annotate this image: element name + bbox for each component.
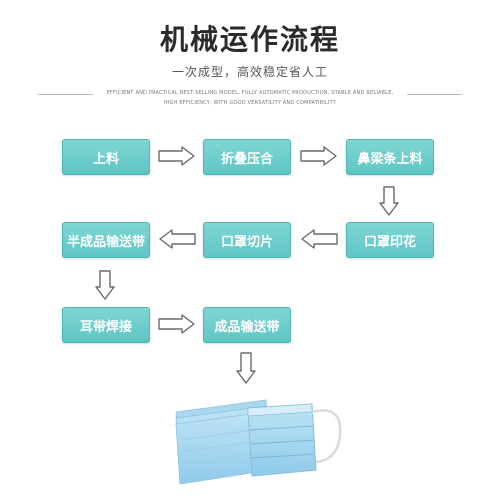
english-line-1: EFFICIENT AND PRACTICAL BEST-SELLING MOD… — [106, 90, 394, 96]
page-subtitle: 一次成型，高效稳定省人工 — [171, 65, 328, 79]
english-line-2: HIGH EFFICIENCY, WITH GOOD VERSATILITY A… — [163, 100, 337, 106]
step-finished-conveyor: 成品输送带 — [203, 307, 291, 343]
arrow-right-icon — [158, 314, 195, 334]
step-feeding: 上料 — [62, 139, 150, 175]
step-mask-printing: 口罩印花 — [346, 222, 434, 258]
arrow-down-icon — [236, 352, 256, 384]
step-semi-finished-conveyor: 半成品输送带 — [62, 222, 150, 258]
step-folding-pressing: 折叠压合 — [203, 139, 291, 175]
page-title: 机械运作流程 — [159, 23, 340, 56]
divider-right — [407, 94, 462, 95]
arrow-left-icon — [159, 229, 196, 249]
step-ear-loop-welding: 耳带焊接 — [62, 307, 150, 343]
arrow-down-icon — [379, 186, 399, 216]
arrow-right-icon — [158, 146, 195, 166]
divider-left — [38, 94, 93, 95]
arrow-right-icon — [300, 146, 337, 166]
step-nose-bridge-feeding: 鼻梁条上料 — [346, 139, 434, 175]
arrow-left-icon — [301, 229, 338, 249]
arrow-down-icon — [95, 270, 115, 300]
step-mask-slicing: 口罩切片 — [203, 222, 291, 258]
surgical-mask-image — [175, 399, 342, 485]
